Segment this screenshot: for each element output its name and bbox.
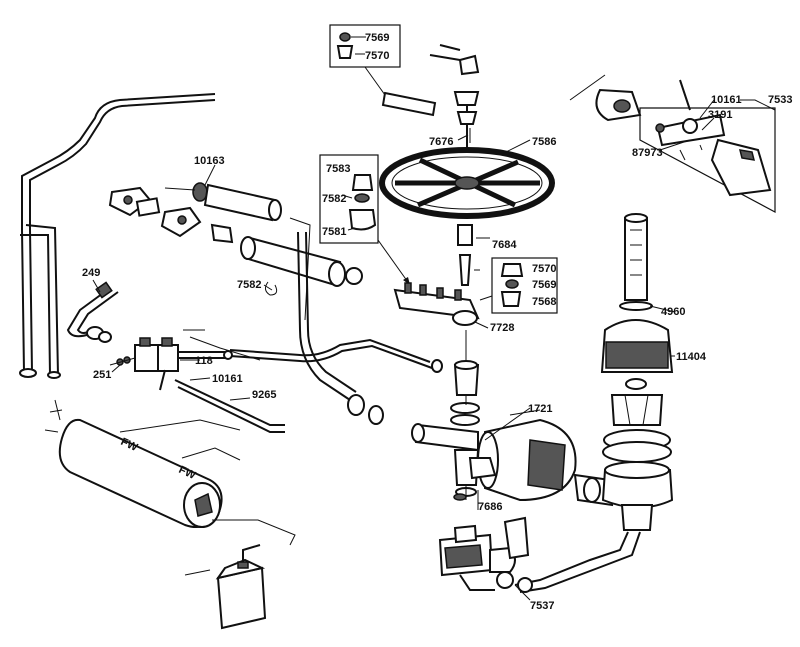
label-7684: 7684: [492, 239, 517, 251]
label-7533: 7533: [768, 94, 792, 106]
label-7569-top: 7569: [365, 32, 389, 44]
label-10161-bottom: 10161: [212, 373, 243, 385]
part-7728-manifold: [393, 224, 490, 326]
box-7583-7582-7581: [319, 154, 411, 286]
label-7570-top: 7570: [365, 50, 389, 62]
label-251: 251: [93, 369, 111, 381]
label-10163: 10163: [194, 155, 225, 167]
fuel-tank: FW FW: [44, 399, 296, 546]
label-7569-box: 7569: [532, 279, 556, 291]
label-249: 249: [82, 267, 100, 279]
label-7568: 7568: [532, 296, 556, 308]
part-118-valve-cluster: [109, 329, 443, 433]
part-7586-steering-wheel: [379, 44, 555, 219]
label-7581: 7581: [322, 226, 346, 238]
part-labels: 7569 7570 10161 7533 3191 87973 7676 758…: [82, 32, 792, 612]
label-4960: 4960: [661, 306, 685, 318]
label-7583: 7583: [326, 163, 350, 175]
label-9265: 9265: [252, 389, 276, 401]
leader-lines: [92, 36, 776, 601]
label-11404: 11404: [676, 351, 707, 363]
label-3191: 3191: [708, 109, 732, 121]
label-7686: 7686: [478, 501, 502, 513]
part-7533-gauge-assembly: [569, 74, 776, 213]
box-7569-7570-top: [329, 24, 401, 96]
label-87973: 87973: [632, 147, 663, 159]
label-7537: 7537: [530, 600, 554, 612]
label-118: 118: [195, 355, 213, 367]
fuel-canister: [184, 544, 267, 630]
label-10161-top: 10161: [711, 94, 742, 106]
box-7570-7569-7568: [479, 257, 558, 314]
part-249-elbow: [66, 281, 119, 343]
label-7676: 7676: [429, 136, 453, 148]
label-7582-box: 7582: [322, 193, 346, 205]
label-7728: 7728: [490, 322, 514, 334]
part-10163-hose: [108, 182, 384, 425]
electric-pump-motor: [468, 409, 614, 507]
part-1721-pump-column: [411, 330, 480, 501]
filler-neck-pipe: [19, 93, 216, 379]
label-7586: 7586: [532, 136, 556, 148]
label-7570-box: 7570: [532, 263, 556, 275]
label-7582-loose: 7582: [237, 279, 261, 291]
label-1721: 1721: [528, 403, 552, 415]
part-11404-filter-housing: [514, 213, 674, 593]
part-7537-solenoid: [438, 516, 533, 593]
